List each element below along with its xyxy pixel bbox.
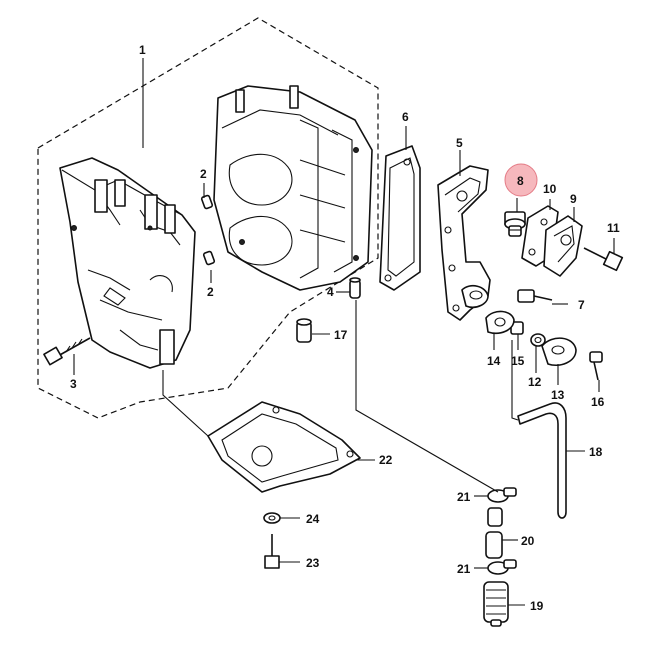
callout-1: 1 xyxy=(139,43,146,57)
sleeve-part-20 xyxy=(485,531,503,559)
callout-13: 13 xyxy=(551,388,565,402)
callout-3: 3 xyxy=(70,377,77,391)
fitting-part-17 xyxy=(296,318,312,343)
callout-15: 15 xyxy=(511,354,525,368)
gasket-part-22 xyxy=(207,401,361,493)
clamp-part-21-upper xyxy=(487,487,517,503)
callout-24: 24 xyxy=(306,512,320,526)
highlight-marker xyxy=(504,163,538,197)
cover-part-13 xyxy=(541,337,577,366)
bolt-part-23 xyxy=(264,534,280,569)
cover-plate-part-5 xyxy=(437,165,491,321)
callout-6: 6 xyxy=(402,110,409,124)
callout-22: 22 xyxy=(379,453,393,467)
bolt-part-11 xyxy=(583,247,624,272)
bolt-part-3 xyxy=(43,337,91,366)
callout-23: 23 xyxy=(306,556,320,570)
dowel-pin-upper xyxy=(200,194,214,210)
cylinder-block-left-half xyxy=(59,157,196,369)
washer-part-12 xyxy=(530,333,546,347)
callout-2-lower: 2 xyxy=(207,285,214,299)
filter-part-19 xyxy=(483,581,509,627)
callout-17: 17 xyxy=(334,328,348,342)
washer-part-24 xyxy=(263,512,281,524)
callout-21-lower: 21 xyxy=(457,562,471,576)
callout-8: 8 xyxy=(517,174,524,188)
leader-lines xyxy=(73,58,615,606)
callout-21-upper: 21 xyxy=(457,490,471,504)
bolt-part-7 xyxy=(517,289,553,303)
callout-19: 19 xyxy=(530,599,544,613)
callout-16: 16 xyxy=(591,395,605,409)
clamp-part-21-lower xyxy=(487,559,517,575)
cylinder-block-right-half xyxy=(213,85,373,291)
gasket-part-14 xyxy=(485,310,515,335)
connector-part-20-upper xyxy=(487,507,503,527)
assembly-boundary-part-1 xyxy=(37,17,379,419)
callout-18: 18 xyxy=(589,445,603,459)
callout-5: 5 xyxy=(456,136,463,150)
callout-12: 12 xyxy=(528,375,542,389)
callout-2-upper: 2 xyxy=(200,167,207,181)
pin-part-4 xyxy=(349,277,361,299)
callout-14: 14 xyxy=(487,354,501,368)
bracket-part-9 xyxy=(543,215,583,277)
callout-11: 11 xyxy=(607,221,620,235)
dowel-pin-lower xyxy=(202,250,216,266)
bolt-part-16 xyxy=(589,351,603,381)
callout-9: 9 xyxy=(570,192,577,206)
callout-labels: 1 2 2 3 4 5 6 7 8 9 10 11 12 13 14 15 16… xyxy=(70,43,620,613)
callout-20: 20 xyxy=(521,534,535,548)
gasket-part-6 xyxy=(379,145,421,291)
callout-7: 7 xyxy=(578,298,585,312)
callout-10: 10 xyxy=(543,182,557,196)
hose-part-18 xyxy=(517,402,567,519)
callout-4: 4 xyxy=(327,285,334,299)
fitting-part-8 xyxy=(504,211,526,237)
